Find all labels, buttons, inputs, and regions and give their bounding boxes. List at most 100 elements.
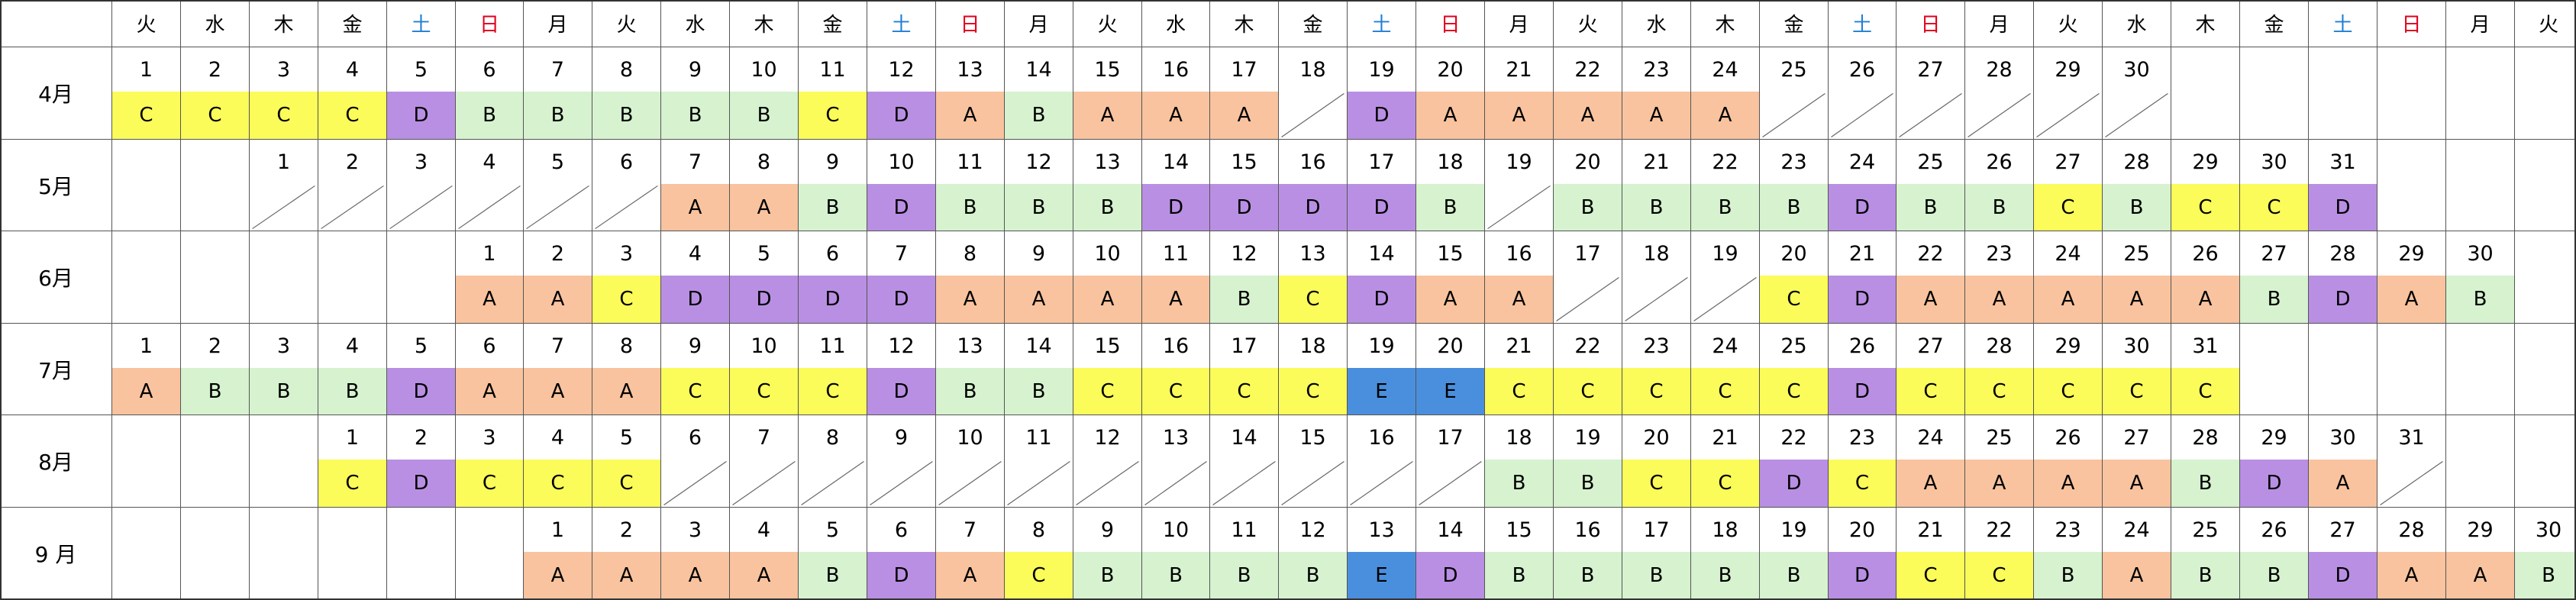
- day-number: 24: [1896, 415, 1965, 460]
- day-number: 31: [2171, 324, 2240, 368]
- shift-code-cell: A: [936, 276, 1005, 324]
- no-shift-cell: [936, 460, 1005, 508]
- shift-code-cell: C: [318, 460, 387, 508]
- empty-cell: [2309, 324, 2377, 415]
- day-number: 30: [2515, 508, 2576, 552]
- day-number: 28: [2309, 231, 2377, 276]
- day-number: 13: [1348, 508, 1416, 552]
- shift-code-cell: C: [592, 460, 661, 508]
- day-number: 15: [1485, 508, 1554, 552]
- day-number: 15: [1073, 324, 1142, 368]
- shift-code-cell: C: [1760, 368, 1829, 415]
- day-number: 5: [387, 324, 456, 368]
- no-shift-cell: [1554, 276, 1622, 324]
- no-shift-cell: [1760, 92, 1829, 140]
- weekday-header-cell: 木: [1691, 0, 1760, 47]
- day-number: 18: [1622, 231, 1691, 276]
- shift-code-cell: A: [456, 276, 524, 324]
- shift-code-cell: D: [387, 368, 456, 415]
- diagonal-slash-mark: [318, 184, 386, 231]
- shift-code-cell: A: [1622, 92, 1691, 140]
- day-number: 10: [1142, 508, 1210, 552]
- day-number: 23: [1760, 140, 1829, 184]
- day-number: 14: [1142, 140, 1210, 184]
- shift-code-cell: A: [1691, 92, 1760, 140]
- weekday-header-cell: 火: [592, 0, 661, 47]
- no-shift-cell: [456, 184, 524, 231]
- no-shift-cell: [1416, 460, 1485, 508]
- shift-code-cell: B: [1073, 552, 1142, 599]
- shift-code-cell: D: [1210, 184, 1279, 231]
- no-shift-cell: [1279, 460, 1348, 508]
- day-number: 17: [1554, 231, 1622, 276]
- day-number: 7: [867, 231, 936, 276]
- shift-code-cell: B: [524, 92, 592, 140]
- day-number: 5: [730, 231, 799, 276]
- no-shift-cell: [592, 184, 661, 231]
- no-shift-cell: [1005, 460, 1073, 508]
- day-number: 12: [867, 47, 936, 92]
- day-number: 12: [1279, 508, 1348, 552]
- day-number: 30: [2309, 415, 2377, 460]
- shift-code-cell: D: [1348, 276, 1416, 324]
- shift-code-cell: A: [1005, 276, 1073, 324]
- shift-code-cell: D: [1279, 184, 1348, 231]
- day-number: 8: [592, 47, 661, 92]
- day-number: 4: [456, 140, 524, 184]
- weekday-header-cell: 金: [1760, 0, 1829, 47]
- empty-cell: [181, 140, 250, 231]
- weekday-header-cell: 水: [181, 0, 250, 47]
- day-number: 10: [730, 324, 799, 368]
- day-number: 24: [2034, 231, 2103, 276]
- diagonal-slash-mark: [1829, 92, 1896, 139]
- day-number: 20: [1829, 508, 1896, 552]
- shift-code-cell: B: [2446, 276, 2515, 324]
- shift-code-cell: C: [181, 92, 250, 140]
- diagonal-slash-mark: [1554, 276, 1622, 323]
- day-number: 11: [1142, 231, 1210, 276]
- diagonal-slash-mark: [524, 184, 592, 231]
- day-number: 1: [250, 140, 318, 184]
- shift-code-cell: D: [1760, 460, 1829, 508]
- day-number: 13: [1279, 231, 1348, 276]
- day-number: 22: [1965, 508, 2034, 552]
- day-number: 3: [387, 140, 456, 184]
- shift-code-cell: B: [661, 92, 730, 140]
- weekday-header-cell: 木: [2171, 0, 2240, 47]
- empty-cell: [2446, 415, 2515, 508]
- diagonal-slash-mark: [1622, 276, 1690, 323]
- day-number: 17: [1622, 508, 1691, 552]
- day-number: 14: [1005, 324, 1073, 368]
- shift-code-cell: D: [1416, 552, 1485, 599]
- shift-code-cell: C: [799, 368, 867, 415]
- shift-code-cell: E: [1348, 552, 1416, 599]
- empty-cell: [2240, 47, 2309, 140]
- diagonal-slash-mark: [1348, 460, 1416, 507]
- no-shift-cell: [1965, 92, 2034, 140]
- shift-code-cell: B: [1554, 460, 1622, 508]
- shift-code-cell: B: [1210, 276, 1279, 324]
- shift-code-cell: A: [1416, 92, 1485, 140]
- day-number: 3: [250, 324, 318, 368]
- day-number: 13: [936, 324, 1005, 368]
- no-shift-cell: [524, 184, 592, 231]
- shift-code-cell: B: [1005, 92, 1073, 140]
- day-number: 16: [1142, 324, 1210, 368]
- shift-code-cell: A: [592, 552, 661, 599]
- shift-code-cell: B: [1622, 184, 1691, 231]
- day-number: 10: [936, 415, 1005, 460]
- day-number: 6: [867, 508, 936, 552]
- shift-code-cell: A: [2034, 276, 2103, 324]
- shift-code-cell: A: [730, 552, 799, 599]
- empty-cell: [387, 508, 456, 599]
- day-number: 7: [524, 324, 592, 368]
- shift-code-cell: D: [661, 276, 730, 324]
- diagonal-slash-mark: [1210, 460, 1278, 507]
- day-number: 19: [1554, 415, 1622, 460]
- shift-code-cell: D: [867, 552, 936, 599]
- shift-code-cell: B: [1622, 552, 1691, 599]
- shift-code-cell: A: [730, 184, 799, 231]
- day-number: 22: [1554, 47, 1622, 92]
- shift-code-cell: C: [1142, 368, 1210, 415]
- day-number: 25: [1760, 47, 1829, 92]
